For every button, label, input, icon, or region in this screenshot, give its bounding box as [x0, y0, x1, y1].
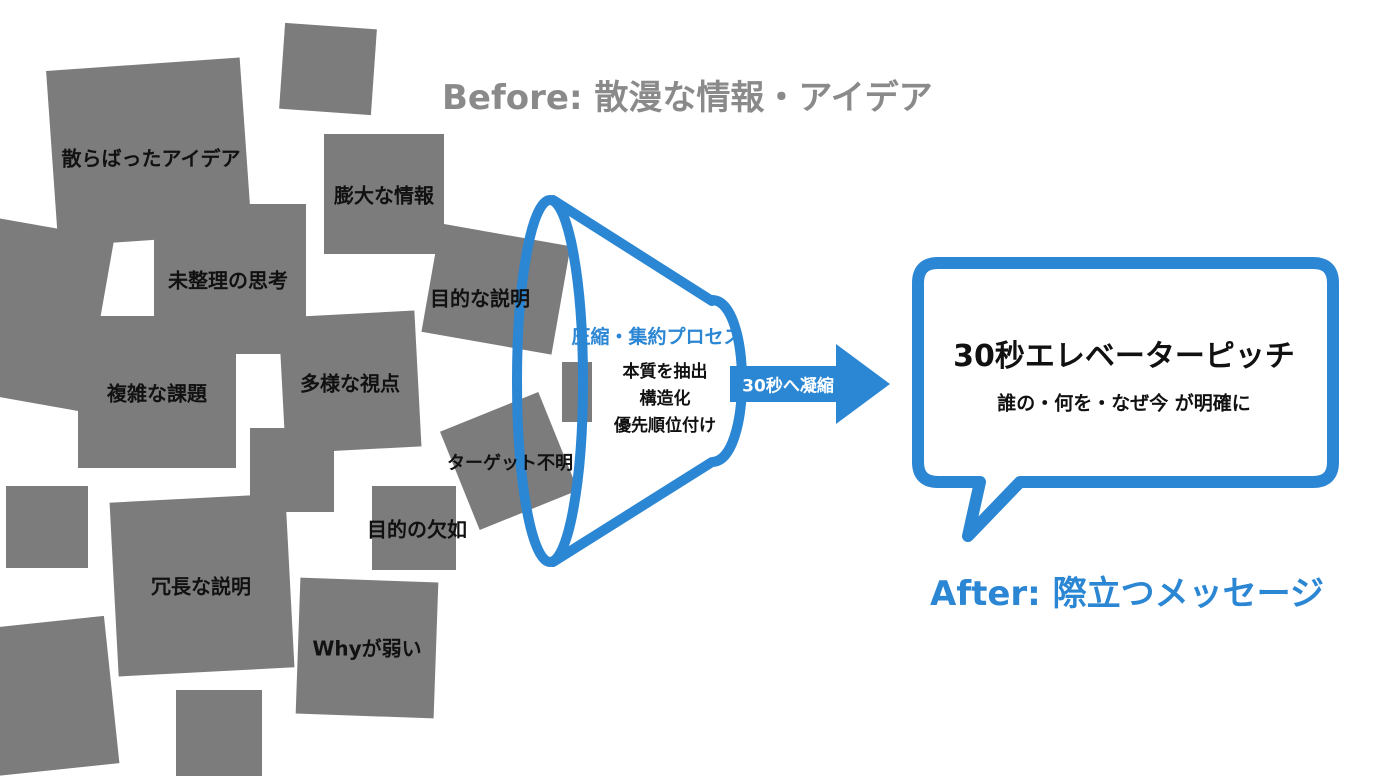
item-label-vast-info: 膨大な情報	[334, 183, 434, 208]
process-step: 構造化	[639, 389, 691, 409]
item-label-purposeful-explanation: 目的な説明	[430, 286, 530, 311]
gray-box	[6, 486, 88, 568]
gray-box	[324, 134, 444, 254]
process-step: 本質を抽出	[622, 362, 708, 382]
bubble-title: 30秒エレベーターピッチ	[953, 339, 1295, 374]
condense-arrow	[730, 344, 890, 424]
item-label-unorganized-thought: 未整理の思考	[168, 268, 288, 293]
item-label-weak-why: Whyが弱い	[312, 636, 422, 661]
after-title: After: 際立つメッセージ	[930, 574, 1324, 614]
item-label-complex-issue: 複雑な課題	[107, 381, 207, 406]
item-label-diverse-views: 多様な視点	[300, 371, 400, 396]
speech-bubble	[912, 257, 1339, 542]
process-title: 圧縮・集約プロセス	[571, 326, 743, 348]
item-label-redundant-explanation: 冗長な説明	[151, 574, 251, 599]
process-step: 優先順位付け	[614, 416, 716, 436]
item-label-target-unknown: ターゲット不明	[447, 453, 573, 474]
gray-box	[78, 316, 236, 468]
bubble-subtitle: 誰の・何を・なぜ今 が明確に	[997, 392, 1251, 415]
gray-box	[176, 690, 262, 776]
item-label-scattered-ideas: 散らばったアイデア	[61, 146, 241, 171]
item-label-lack-purpose: 目的の欠如	[367, 517, 467, 542]
arrow-label: 30秒へ凝縮	[742, 376, 834, 397]
before-title: Before: 散漫な情報・アイデア	[442, 78, 933, 118]
funnel-mouth	[512, 195, 588, 567]
gray-box	[372, 486, 456, 570]
